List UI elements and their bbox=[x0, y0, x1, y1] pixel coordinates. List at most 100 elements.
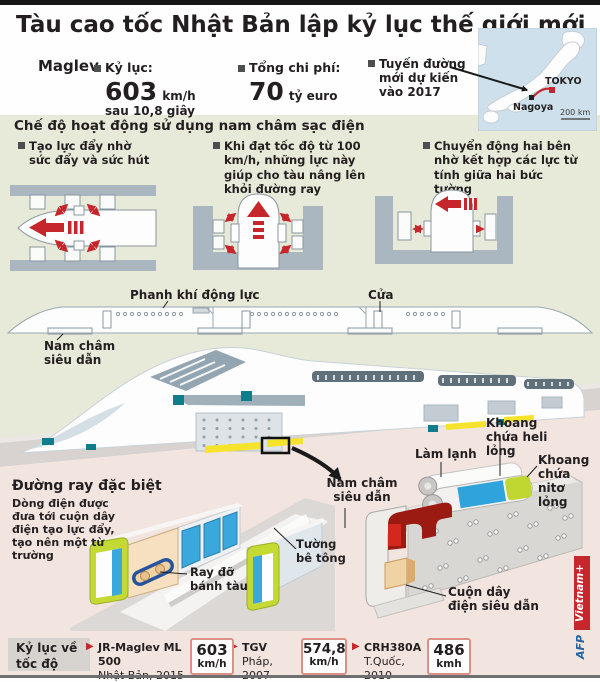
record-1-value-box: 603 km/h bbox=[190, 638, 234, 675]
record-2-value: 574,8 bbox=[303, 641, 346, 657]
records-heading: Kỷ lục về tốc độ bbox=[16, 641, 78, 671]
thrust-arrow bbox=[29, 218, 84, 237]
coil-label: Cuộn dây điện siêu dẫn bbox=[448, 585, 539, 614]
record-3-value-box: 486 kmh bbox=[427, 638, 471, 675]
force-arrows bbox=[224, 212, 292, 255]
magnet-front-face bbox=[388, 524, 401, 546]
guideway-top-bar bbox=[10, 185, 156, 196]
left-wall-panels bbox=[181, 511, 238, 569]
cutaway-magnet-label: Nam châm siêu dẫn bbox=[326, 476, 398, 505]
track-illustration bbox=[70, 498, 335, 631]
diagram-propulsion bbox=[10, 185, 157, 271]
triangle-bullet-icon: ▶ bbox=[352, 641, 360, 652]
mode-item-1: Tạo lực đẩy nhờ sức đẩy và sức hút bbox=[18, 139, 150, 168]
triangle-bullet-icon: ▶ bbox=[86, 641, 94, 652]
square-bullet-icon bbox=[18, 142, 25, 149]
train-magnet-bottom bbox=[73, 240, 85, 251]
wall-label: Tường bê tông bbox=[296, 537, 346, 565]
train-body bbox=[6, 306, 594, 334]
train-side-view bbox=[6, 306, 594, 335]
train-3d-scene bbox=[0, 335, 600, 480]
train-top-view bbox=[17, 209, 157, 247]
square-bullet-icon bbox=[368, 60, 375, 67]
brand-credit-badge: Vietnam+ bbox=[574, 556, 590, 630]
record-2-unit: km/h bbox=[309, 656, 339, 669]
square-bullet-icon bbox=[94, 65, 101, 72]
stat-cost: Tổng chi phí: 70 tỷ euro bbox=[238, 57, 340, 104]
coil-loop bbox=[140, 571, 150, 581]
tank-cap-hub bbox=[424, 482, 432, 490]
map-nagoya-label: Nagoya bbox=[513, 102, 553, 113]
wall-magnets bbox=[212, 219, 304, 250]
record-3-value: 486 bbox=[433, 641, 465, 659]
square-bullet-icon bbox=[238, 65, 245, 72]
map-tokyo-dot bbox=[549, 87, 555, 93]
train-side-tab-right bbox=[277, 223, 287, 243]
train-side-tab-left bbox=[230, 223, 240, 243]
nitrogen-section bbox=[505, 475, 533, 501]
coil-loop bbox=[155, 564, 165, 574]
track-body-text: Dòng điện được đưa tới cuộn dây điện tạo… bbox=[12, 497, 116, 562]
window-ticks bbox=[317, 375, 569, 386]
square-bullet-icon bbox=[213, 142, 220, 149]
magnet-skids bbox=[47, 327, 543, 335]
records-heading-box: Kỷ lục về tốc độ bbox=[8, 638, 90, 671]
record-2-name: TGV bbox=[242, 641, 268, 654]
map-korea bbox=[478, 43, 488, 67]
stat-record-value: 603 bbox=[105, 77, 158, 106]
agency-credit: AFP bbox=[574, 633, 590, 661]
windows bbox=[115, 311, 446, 317]
map-scale-label: 200 km bbox=[560, 108, 590, 117]
japan-map: TOKYO Nagoya 200 km bbox=[478, 28, 597, 131]
door-label: Cửa bbox=[368, 288, 394, 302]
tank-assembly bbox=[418, 462, 533, 516]
diagram-levitation bbox=[193, 193, 323, 270]
map-honshu bbox=[487, 41, 581, 112]
wall-magnet-right bbox=[484, 213, 497, 241]
motion-arrow bbox=[435, 196, 477, 212]
stat-record: Kỷ lục: 603 km/h sau 10,8 giây bbox=[94, 57, 196, 118]
mode-item-2-text: Khi đạt tốc độ từ 100 km/h, những lực nà… bbox=[224, 139, 366, 197]
map-kyushu bbox=[482, 110, 500, 124]
bottom-rule bbox=[0, 675, 600, 678]
brand-credit-text: Vietnam+ bbox=[574, 564, 586, 622]
brake-panel bbox=[192, 307, 210, 314]
diagram-guidance bbox=[375, 189, 513, 264]
yellow-strips bbox=[205, 415, 534, 453]
brand-label: Maglev bbox=[38, 57, 99, 75]
stat-record-unit: km/h bbox=[162, 89, 196, 103]
square-bullet-icon bbox=[423, 142, 430, 149]
mode-item-3-text: Chuyển động hai bên nhờ kết hợp các lực … bbox=[434, 139, 578, 197]
track-heading: Đường ray đặc biệt bbox=[12, 478, 162, 494]
agency-credit-text: AFP bbox=[574, 634, 587, 660]
mode-item-1-text: Tạo lực đẩy nhờ sức đẩy và sức hút bbox=[29, 139, 150, 168]
records-bar: Kỷ lục về tốc độ ▶ JR-Maglev ML 500 Nhật… bbox=[0, 634, 600, 682]
mode-item-3: Chuyển động hai bên nhờ kết hợp các lực … bbox=[423, 139, 583, 197]
helium-label: Khoang chứa heli lỏng bbox=[486, 416, 548, 459]
coil-box-front bbox=[384, 557, 408, 590]
lift-arrow bbox=[247, 201, 270, 239]
cooling-label: Làm lạnh bbox=[415, 447, 477, 461]
right-wall-front-panel bbox=[253, 555, 262, 604]
stat-record-label: Kỷ lục: bbox=[105, 60, 153, 75]
stat-cost-value: 70 bbox=[249, 77, 284, 106]
magnet-arch bbox=[388, 502, 452, 550]
stat-record-note: sau 10,8 giây bbox=[105, 104, 195, 118]
nose-shading bbox=[24, 403, 125, 451]
record-3-name: CRH380A bbox=[364, 641, 422, 654]
canopy-shadow bbox=[172, 395, 305, 406]
map-nagoya-dot bbox=[529, 95, 534, 100]
coil-box-side bbox=[407, 558, 415, 584]
stat-route: Tuyến đường mới dự kiến vào 2017 bbox=[368, 57, 476, 99]
windshield-hatch bbox=[159, 358, 226, 386]
wall-magnets bbox=[29, 194, 116, 262]
wall-magnet-left bbox=[397, 211, 412, 241]
map-shikoku bbox=[507, 103, 525, 113]
train-side-tab-right bbox=[472, 220, 481, 237]
brake-label: Phanh khí động lực bbox=[130, 288, 260, 302]
window-strips bbox=[312, 371, 574, 389]
doors bbox=[102, 310, 461, 329]
record-1-unit: km/h bbox=[197, 658, 227, 670]
stat-cost-unit: tỷ euro bbox=[288, 89, 338, 103]
record-entry-2: TGV Pháp, 2007 bbox=[242, 641, 300, 682]
